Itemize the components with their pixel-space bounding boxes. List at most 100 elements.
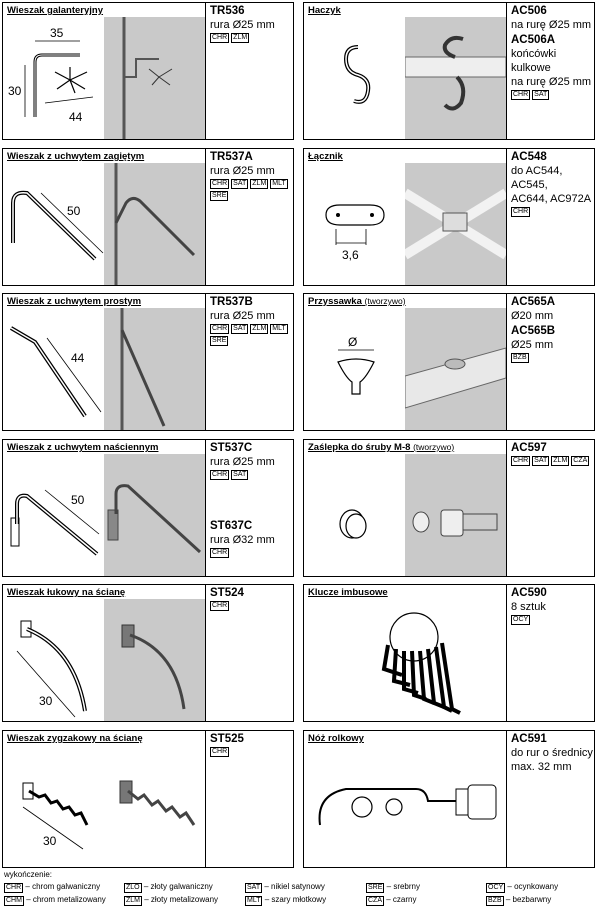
product-info: ST537C rura Ø25 mm CHR SAT ST637C rura Ø… — [205, 440, 293, 576]
product-code: ST524 — [210, 587, 244, 599]
product-card-st524: Wieszak łukowy na ścianę 30 ST524 CHR — [2, 584, 294, 722]
product-code: AC591 — [511, 733, 547, 745]
finish-badge: CZA — [571, 456, 590, 466]
product-code-2: ST637C — [210, 520, 253, 532]
finish-badge: CHR — [210, 548, 230, 558]
product-desc: do rur o średnicy — [511, 747, 593, 759]
product-code: TR537B — [210, 296, 253, 308]
dimension-label: Ø — [348, 335, 357, 349]
product-drawing: 3,6 — [306, 163, 405, 285]
finish-badge: SRE — [210, 191, 229, 201]
finish-badge: SRE — [210, 336, 229, 346]
product-info: AC565A Ø20 mm AC565B Ø25 mm BZB — [506, 294, 594, 430]
product-desc: AC644, AC972A — [511, 193, 592, 205]
finish-badge: CHR — [511, 456, 531, 466]
product-desc: do AC544, AC545, — [511, 165, 563, 191]
legend-item: CHR – chrom galwaniczny — [4, 882, 101, 893]
finish-badge: CHR — [210, 179, 230, 189]
product-title: Nóż rolkowy — [308, 733, 364, 744]
dimension-label: 3,6 — [342, 248, 359, 262]
product-card-ac590: Klucze imbusowe AC590 8 sztuk OCY — [303, 584, 595, 722]
finish-badge: CHR — [210, 747, 230, 757]
finish-badge: BZB — [511, 353, 529, 363]
product-card-ac548: Łącznik 3,6 AC548 do AC544, AC545, AC644… — [303, 148, 595, 286]
product-title: Wieszak łukowy na ścianę — [7, 587, 126, 598]
product-photo — [405, 17, 506, 139]
legend-item: SRE – srebrny — [366, 882, 420, 893]
finish-badge: CHR — [511, 90, 531, 100]
product-desc: rura Ø25 mm — [210, 165, 275, 177]
product-title: Wieszak z uchwytem naściennym — [7, 442, 159, 453]
product-info: AC506 na rurę Ø25 mm AC506A końcówki kul… — [506, 3, 594, 139]
legend-item: MLT – szary młotkowy — [245, 895, 327, 906]
product-desc: rura Ø25 mm — [210, 310, 275, 322]
finish-badge: MLT — [270, 179, 288, 189]
product-desc: Ø20 mm — [511, 310, 554, 322]
product-title: Wieszak zygzakowy na ścianę — [7, 733, 143, 744]
product-photo — [104, 308, 205, 430]
finish-badge: SAT — [231, 179, 249, 189]
dimension-label: 35 — [50, 26, 64, 40]
finish-legend: wykończenie: CHR – chrom galwaniczny CHM… — [4, 870, 600, 910]
product-card-ac506: Haczyk AC506 na rurę Ø25 mm AC506A końcó… — [303, 2, 595, 140]
legend-item: OCY – ocynkowany — [486, 882, 559, 893]
dimension-label: 30 — [8, 84, 22, 98]
product-drawing — [306, 454, 405, 576]
product-card-tr537a: Wieszak z uchwytem zagiętym 50 TR537A ru… — [2, 148, 294, 286]
product-desc: max. 32 mm — [511, 761, 572, 773]
product-code: TR536 — [210, 5, 245, 17]
product-title: Łącznik — [308, 151, 343, 162]
product-desc: na rurę Ø25 mm — [511, 19, 592, 31]
product-card-ac597: Zaślepka do śruby M-8 (tworzywo) AC597 C… — [303, 439, 595, 577]
dimension-label: 30 — [43, 834, 57, 848]
legend-item: CHM – chrom metalizowany — [4, 895, 106, 906]
finish-badge: MLT — [270, 324, 288, 334]
legend-item: ZLO – złoty galwaniczny — [124, 882, 213, 893]
finish-badge: SAT — [231, 324, 249, 334]
product-drawing — [306, 17, 405, 139]
product-info: TR537A rura Ø25 mm CHR SAT ZLM MLT SRE — [205, 149, 293, 285]
finish-badge: SAT — [231, 470, 249, 480]
product-code: AC548 — [511, 151, 547, 163]
product-drawing: 50 — [5, 163, 104, 285]
product-info: ST525 CHR — [205, 731, 293, 867]
product-code: TR537A — [210, 151, 253, 163]
product-photo — [405, 163, 506, 285]
product-desc: rura Ø25 mm — [210, 19, 275, 31]
product-title: Haczyk — [308, 5, 341, 16]
finish-badge: ZLM — [231, 33, 250, 43]
product-desc-2: Ø25 mm — [511, 339, 554, 351]
product-info: AC597 CHR SAT ZLM CZA — [506, 440, 594, 576]
product-card-ac591: Nóż rolkowy AC591 do rur o średnicy max.… — [303, 730, 595, 868]
finish-badge: CHR — [210, 470, 230, 480]
legend-item: BZB – bezbarwny — [486, 895, 552, 906]
finish-badge: CHR — [210, 324, 230, 334]
product-photo — [104, 17, 205, 139]
product-card-st525: Wieszak zygzakowy na ścianę 30 ST525 CHR — [2, 730, 294, 868]
product-desc: rura Ø25 mm — [210, 456, 275, 468]
product-desc-2: końcówki kulkowe — [511, 48, 557, 74]
finish-badge: CHR — [210, 33, 230, 43]
legend-heading: wykończenie: — [4, 870, 53, 879]
dimension-label: 50 — [67, 204, 81, 218]
product-info: TR537B rura Ø25 mm CHR SAT ZLM MLT SRE — [205, 294, 293, 430]
product-drawing: 30 — [5, 599, 104, 721]
product-code-2: AC506A — [511, 34, 556, 46]
product-card-st537c: Wieszak z uchwytem naściennym 50 ST537C … — [2, 439, 294, 577]
product-drawing: 50 — [5, 454, 104, 576]
finish-badge: ZLM — [250, 179, 269, 189]
product-desc: 8 sztuk — [511, 601, 546, 613]
product-info: ST524 CHR — [205, 585, 293, 721]
product-code: ST537C — [210, 442, 253, 454]
finish-badge: CHR — [511, 207, 531, 217]
product-drawing: 44 — [5, 308, 104, 430]
product-drawing: 35 30 44 — [5, 17, 104, 139]
legend-item: SAT – nikiel satynowy — [245, 882, 325, 893]
legend-item: ZLM – złoty metalizowany — [124, 895, 219, 906]
dimension-label: 44 — [71, 351, 85, 365]
dimension-label: 30 — [39, 694, 53, 708]
product-card-tr537b: Wieszak z uchwytem prostym 44 TR537B rur… — [2, 293, 294, 431]
product-drawing: Ø — [306, 308, 405, 430]
product-photo — [104, 454, 205, 576]
product-title: Przyssawka (tworzywo) — [308, 296, 406, 307]
